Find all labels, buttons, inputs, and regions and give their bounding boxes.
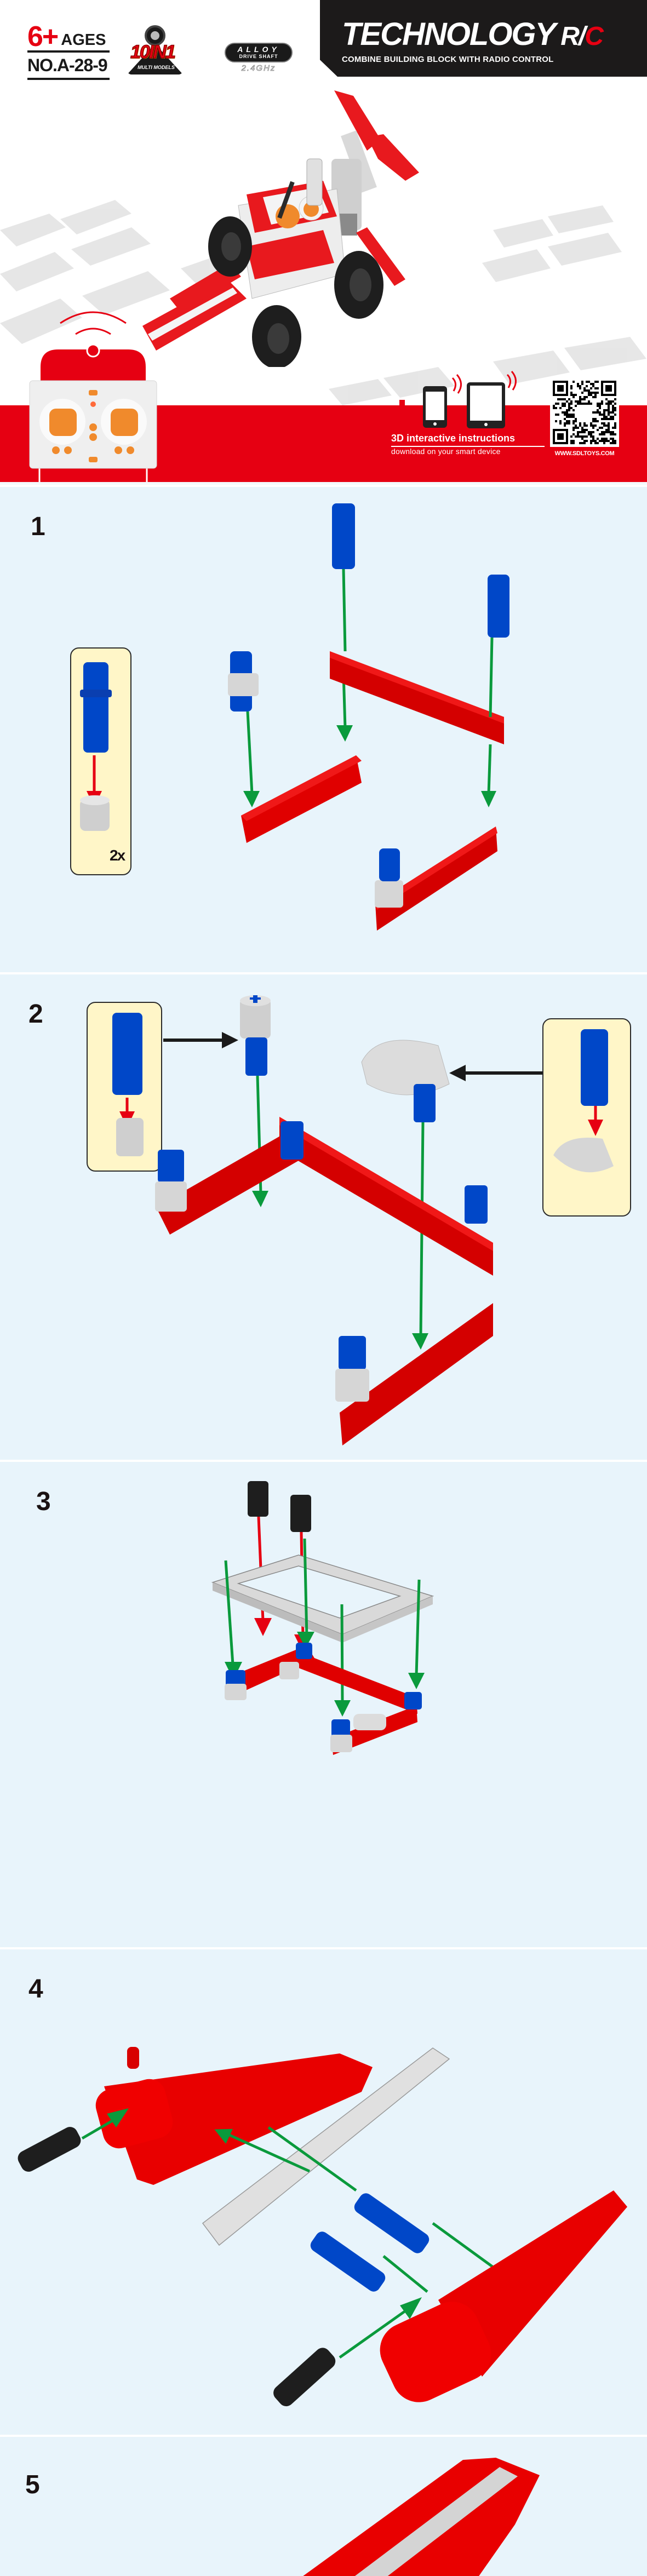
step-number: 3 (36, 1487, 51, 1516)
step-number: 1 (31, 512, 45, 541)
rear-wing-lower (367, 134, 419, 181)
step-5: 5 (0, 2435, 647, 2576)
age-label: AGES (61, 31, 106, 49)
age-number: 6+ (27, 21, 59, 53)
website-link[interactable]: WWW.SDLTOYS.COM (554, 450, 615, 457)
step-3-diagram (211, 1481, 434, 1755)
brand-title-text: TECHNOLOGY (342, 16, 556, 52)
tablet-icon (467, 382, 505, 428)
rear-wing-upper (334, 90, 381, 151)
signal-arc-inner (75, 328, 111, 335)
signal-arc-outer (60, 311, 127, 324)
frequency-label: 2.4GHz (241, 64, 276, 73)
alloy-line1: ALLOY (237, 45, 280, 54)
left-stick (49, 409, 77, 436)
grey-beam-11 (202, 2047, 450, 2246)
black-pin (248, 1481, 268, 1517)
black-pin (290, 1495, 311, 1532)
green-arrow (81, 2118, 116, 2140)
brand-rc-r: R/ (560, 22, 586, 51)
grey-bush (80, 795, 110, 831)
wheel-front-left (208, 216, 252, 277)
blue-pin (310, 2231, 386, 2292)
grey-frame (211, 1554, 434, 1643)
qr-code[interactable] (550, 378, 619, 447)
multi-models-caption: MULTI MODELS (138, 65, 175, 70)
red-wing-left (95, 2047, 373, 2185)
step-number: 5 (25, 2470, 40, 2499)
step-number: 4 (28, 1975, 43, 2004)
brand-subtitle: COMBINE BUILDING BLOCK WITH RADIO CONTRO… (342, 55, 554, 64)
step-5-diagram (303, 2458, 540, 2576)
green-arrow (339, 2309, 406, 2359)
blue-pin-long (80, 662, 112, 753)
plus-icon (393, 400, 411, 417)
red-wing-assembly (303, 2458, 540, 2576)
red-wing-right (380, 2190, 627, 2402)
alloy-pill: ALLOY DRIVE SHAFT (225, 43, 293, 62)
quantity-label: 2x (110, 847, 125, 864)
black-pin (18, 2127, 81, 2172)
step-1-diagram (80, 503, 509, 931)
model-number: NO.A-28-9 (27, 53, 110, 80)
3d-instructions-promo: 3D interactive instructions download on … (383, 362, 548, 466)
red-beam-5 (375, 827, 497, 931)
age-recommendation: 6+ AGES NO.A-28-9 (27, 21, 110, 80)
multi-models-headline: 10IN1 (130, 41, 176, 63)
red-beam-5 (241, 755, 362, 843)
step-number: 2 (28, 1000, 43, 1029)
alloy-drive-shaft-badge: ALLOY DRIVE SHAFT 2.4GHz (225, 43, 293, 73)
step-2-diagram (112, 995, 614, 1445)
wheel-front-right (252, 305, 301, 367)
multi-models-badge: 10IN1 MULTI MODELS (125, 25, 185, 76)
wheel-icon (145, 25, 165, 46)
green-arrow (246, 711, 254, 794)
promo-title: 3D interactive instructions (391, 433, 545, 447)
alloy-line2: DRIVE SHAFT (239, 54, 278, 59)
step-1: 1 2x (0, 485, 647, 972)
cover-divider (0, 482, 647, 485)
blue-pin (354, 2193, 430, 2253)
promo-subtitle: download on your smart device (391, 447, 501, 456)
smartphone-icon (423, 386, 447, 428)
antenna-led (86, 343, 100, 358)
step-4-diagram (18, 2047, 627, 2407)
step-4: 4 (0, 1947, 647, 2435)
wireless-signal-icon (506, 371, 517, 391)
wheel-rear-right (334, 251, 383, 319)
step-2: 2 (0, 972, 647, 1460)
step-3: 3 (0, 1460, 647, 1947)
cover-section: 6+ AGES NO.A-28-9 10IN1 MULTI MODELS ALL… (0, 0, 647, 485)
black-pin (273, 2348, 336, 2407)
qr-code-icon (553, 381, 616, 444)
right-stick (111, 409, 138, 436)
red-beam-9 (330, 651, 504, 744)
wireless-signal-icon (451, 374, 462, 394)
brand-rc-c: C (585, 22, 604, 51)
rc-car-illustration (142, 90, 419, 367)
remote-controller-illustration (29, 311, 157, 482)
